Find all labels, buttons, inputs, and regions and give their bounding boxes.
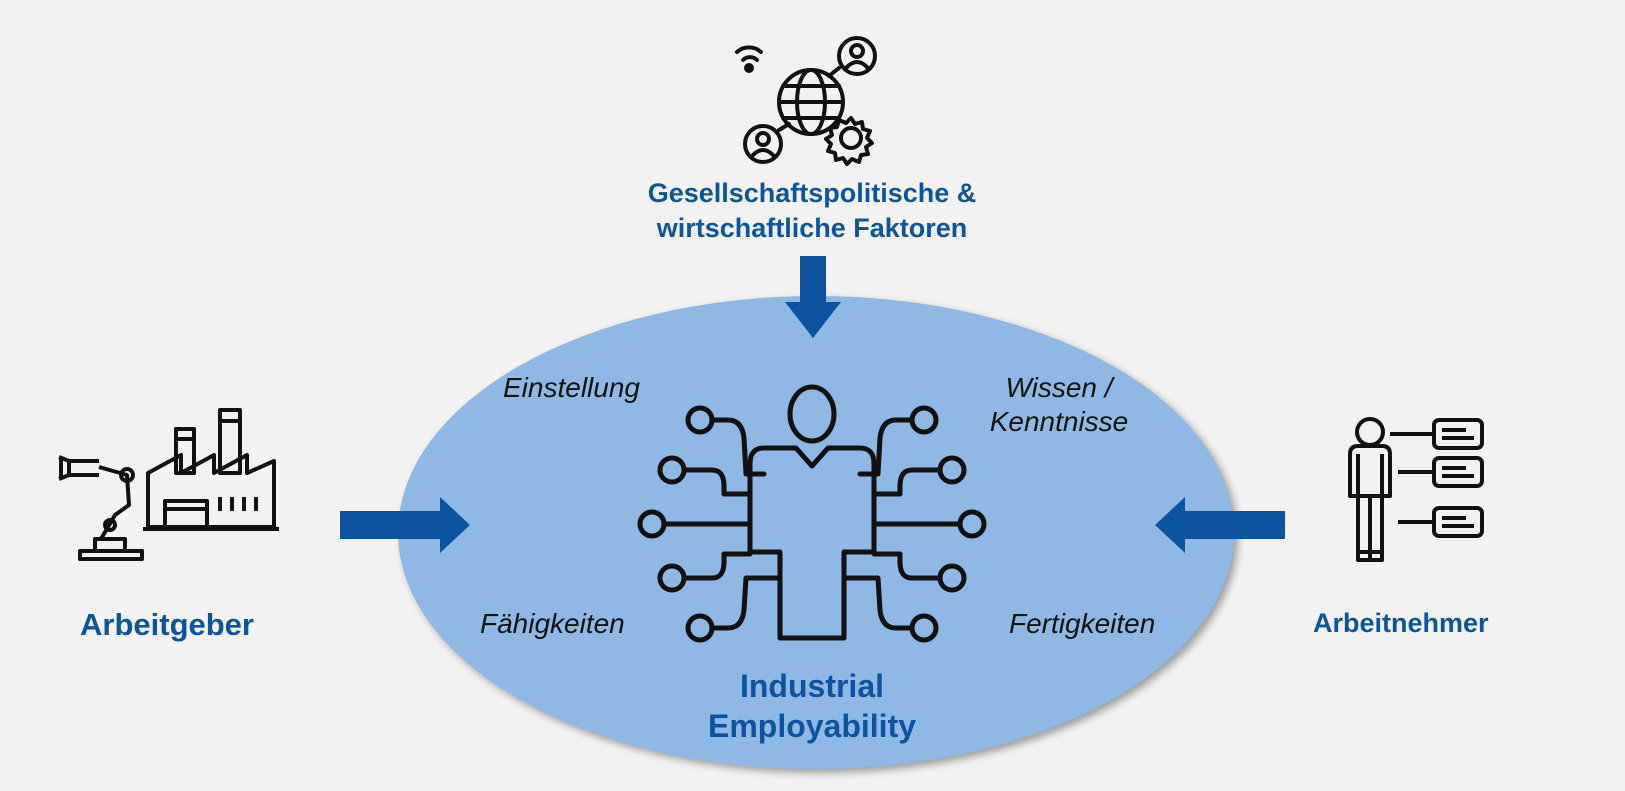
network-globe-gear-icon <box>735 36 877 166</box>
top-down-arrow <box>785 256 841 338</box>
robot-arm-factory-icon <box>58 408 279 561</box>
employability-ellipse <box>398 296 1234 769</box>
top-label: Gesellschaftspolitische & wirtschaftlich… <box>612 176 1012 246</box>
left-right-arrow <box>340 497 470 553</box>
skill-fertigkeiten: Fertigkeiten <box>1009 608 1156 639</box>
left-label: Arbeitgeber <box>80 607 254 642</box>
center-label-line1: Industrial <box>739 668 884 704</box>
skill-wissen-line2: Kenntnisse <box>989 406 1129 437</box>
top-label-line2: wirtschaftliche Faktoren <box>656 213 968 243</box>
center-label: Industrial Employability <box>662 666 962 746</box>
person-circuit-icon <box>637 384 987 643</box>
center-label-line2: Employability <box>707 708 917 744</box>
skill-wissen-line1: Wissen / <box>1005 372 1113 403</box>
skill-wissen-kenntnisse: Wissen / Kenntnisse <box>984 371 1134 439</box>
right-label: Arbeitnehmer <box>1313 608 1489 638</box>
person-checklist-icon <box>1348 417 1484 562</box>
skill-faehigkeiten: Fähigkeiten <box>480 608 625 639</box>
right-left-arrow <box>1155 497 1285 553</box>
top-label-line1: Gesellschaftspolitische & <box>647 178 977 208</box>
skill-einstellung: Einstellung <box>503 372 640 403</box>
